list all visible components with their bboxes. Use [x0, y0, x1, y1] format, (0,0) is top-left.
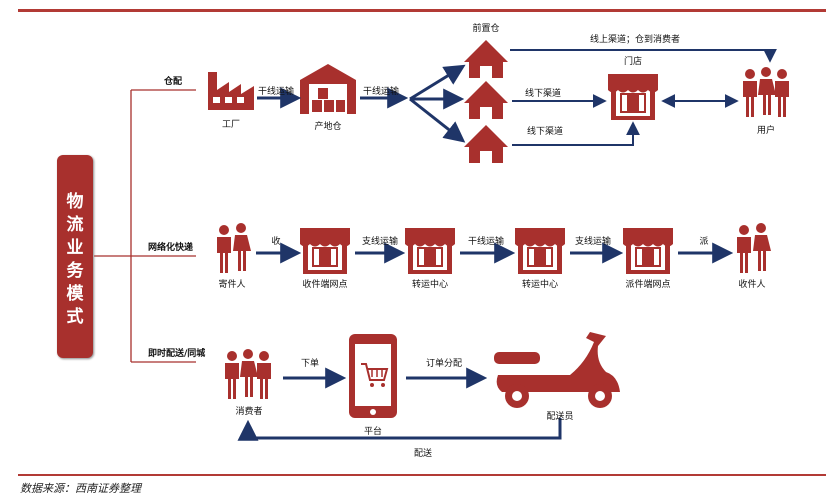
online-channel-label: 线上渠道；仓到消费者: [589, 35, 681, 45]
house-icon: [464, 125, 508, 163]
consumer-label: 消费者: [235, 407, 263, 417]
origin-warehouse-label: 产地仓: [314, 122, 342, 132]
offline-arrow-2: [512, 121, 640, 146]
store-label: 门店: [623, 57, 643, 67]
receiver-icon: [737, 223, 771, 273]
transfer-center-icon: [404, 227, 456, 275]
transfer-center-icon: [514, 227, 566, 275]
transfer-center-label-2: 转运中心: [521, 280, 559, 290]
order-dispatch-label: 订单分配: [425, 359, 463, 369]
category-warehouse: 仓配: [164, 77, 183, 87]
scooter-icon: [494, 332, 620, 408]
bottom-rule: [18, 474, 826, 476]
branch-connector: [94, 89, 196, 363]
data-source-note: 数据来源：西南证券整理: [20, 482, 141, 495]
online-channel-arrow: [510, 48, 777, 63]
front-warehouse-label: 前置仓: [472, 24, 500, 34]
phone-platform-icon: [349, 334, 397, 418]
sender-icon: [217, 223, 251, 273]
deliver-label: 派: [699, 237, 709, 247]
collect-point-label: 收件端网点: [302, 280, 348, 290]
offline-channel-label-1: 线下渠道: [524, 89, 562, 99]
platform-label: 平台: [363, 427, 383, 437]
order-label: 下单: [300, 359, 320, 369]
delivery-label: 配送: [413, 449, 433, 459]
warehouse-icon: [300, 64, 356, 114]
collect-point-icon: [299, 227, 351, 275]
category-network: 网络化快递: [148, 243, 194, 253]
logistics-mode-title: 物流业务模式: [66, 192, 84, 327]
top-rule: [18, 9, 826, 12]
store-icon: [607, 73, 659, 121]
factory-label: 工厂: [221, 120, 241, 130]
transfer-center-label-1: 转运中心: [411, 280, 449, 290]
trunk-transport-label-1: 干线运输: [257, 87, 295, 97]
fan-arrow-down: [409, 97, 466, 143]
courier-label: 配送员: [546, 412, 574, 422]
sender-label: 寄件人: [218, 280, 246, 290]
trunk-transport-label: 干线运输: [467, 237, 505, 247]
delivery-return-arrow: [237, 418, 562, 441]
receiver-label: 收件人: [738, 280, 766, 290]
front-warehouse-house-icon: [464, 40, 508, 78]
branch-transport-label-2: 支线运输: [574, 237, 612, 247]
logistics-mode-box: 物流业务模式: [57, 155, 93, 358]
offline-channel-label-2: 线下渠道: [526, 127, 564, 137]
trunk-transport-label-2: 干线运输: [362, 87, 400, 97]
user-label: 用户: [756, 126, 776, 136]
house-icon: [464, 81, 508, 119]
category-instant: 即时配送/同城: [148, 349, 206, 359]
consumers-icon: [225, 349, 271, 399]
fan-arrow-up: [409, 64, 466, 101]
dispatch-point-label: 派件端网点: [625, 280, 671, 290]
factory-icon: [208, 72, 254, 110]
dispatch-point-icon: [622, 227, 674, 275]
collect-label: 收: [271, 237, 281, 247]
branch-transport-label-1: 支线运输: [361, 237, 399, 247]
users-icon: [743, 67, 789, 117]
